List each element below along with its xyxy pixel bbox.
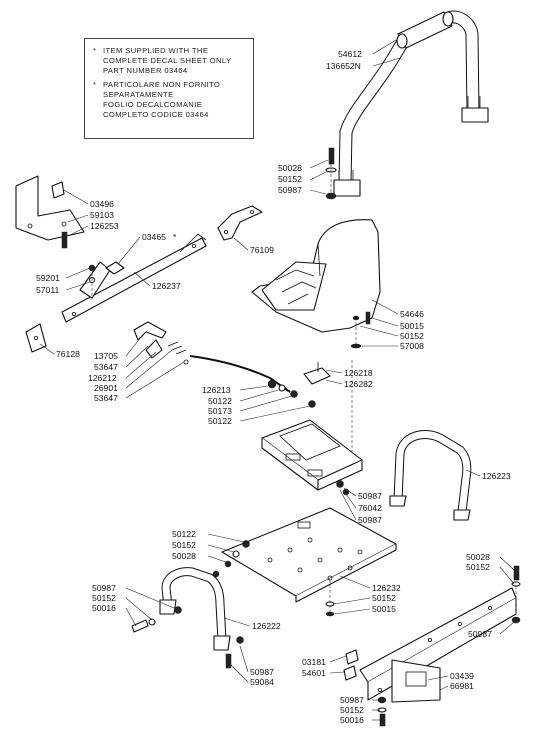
label-50016: 50016 [340,715,364,725]
label-53647: 53647 [94,362,118,372]
decal-03496 [51,181,65,199]
seat-rail-hardware [336,480,350,496]
label-66981: 66981 [450,681,474,691]
note-star: * [93,46,97,55]
label-50987: 50987 [92,583,116,593]
bracket-76109 [217,205,263,241]
label-54601: 54601 [302,668,326,678]
label-50028: 50028 [466,552,490,562]
label-50015: 50015 [372,604,396,614]
label-50173: 50173 [208,406,232,416]
label-50987: 50987 [340,695,364,705]
label-50152: 50152 [340,705,364,715]
label-03496: 03496 [90,199,114,209]
note-line: FOGLIO DECALCOMANIE [103,100,203,109]
label-59084: 59084 [250,677,274,687]
label-50987: 50987 [358,515,382,525]
label-03439: 03439 [450,671,474,681]
label-57011: 57011 [36,285,59,295]
note-line: COMPLETE DECAL SHEET ONLY [103,56,232,65]
label-50987: 50987 [468,629,492,639]
note-english: * ITEM SUPPLIED WITH THE COMPLETE DECAL … [93,46,245,76]
label-50987: 50987 [358,491,382,501]
frame-hardware-bottom [377,696,387,727]
label-59201: 59201 [36,273,60,283]
roll-bar-grip [396,11,454,49]
label-54612: 54612 [338,49,362,59]
note-line: ITEM SUPPLIED WITH THE [103,46,209,55]
label-50152: 50152 [278,174,302,184]
label-126282: 126282 [344,379,373,389]
label-126237: 126237 [152,281,181,291]
label-50152: 50152 [172,540,196,550]
decal-03181 [345,649,359,665]
front-frame-bar [359,587,517,703]
rear-guard-126223 [389,430,472,521]
label-126222: 126222 [252,621,281,631]
label-50152: 50152 [400,331,424,341]
label-50122: 50122 [172,529,196,539]
floor-plate-hardware [212,540,335,617]
note-line: PART NUMBER 03464 [103,66,188,75]
label-50016: 50016 [92,603,116,613]
label-03465: 03465 [142,232,166,242]
label-54646: 54646 [400,309,424,319]
label-126223: 126223 [482,471,511,481]
label-50122: 50122 [208,396,232,406]
front-guard-hardware [131,606,244,669]
floor-plate [221,507,397,603]
label-136652n: 136652N [326,61,361,71]
grommet-54601 [343,665,357,681]
label-50028: 50028 [172,551,196,561]
seat-slide-rail [261,360,363,491]
frame-hardware-right [511,565,521,624]
decal-03465 [105,261,125,275]
label-126212: 126212 [88,373,117,383]
note-line: COMPLETO CODICE 03464 [103,110,209,119]
note-line: SEPARATAMENTE [103,90,174,99]
label-76042: 76042 [358,503,382,513]
label-13705: 13705 [94,351,118,361]
label-50122: 50122 [208,416,232,426]
label-50152: 50152 [92,593,116,603]
label-53647: 53647 [94,393,118,403]
label-57008: 57008 [400,341,424,351]
seat-bracket-left [15,175,85,241]
label-03181: 03181 [302,657,326,667]
label-76128: 76128 [56,349,80,359]
roll-bar-mount-left [333,170,361,197]
label-126213: 126213 [202,385,231,395]
label-126218: 126218 [344,368,373,378]
seat-adjust-lever [133,321,291,393]
label-59103: 59103 [90,210,114,220]
label-126232: 126232 [372,583,401,593]
seat-adjust-hardware [267,362,331,408]
roll-bar-mount-right [461,96,489,123]
label-03465-star: * [173,232,177,242]
roll-bar-bolt-hardware [325,147,337,200]
label-50987: 50987 [278,185,302,195]
label-76109: 76109 [250,245,274,255]
seat [251,219,381,333]
label-50152: 50152 [372,593,396,603]
label-126253: 126253 [90,221,119,231]
label-50152: 50152 [466,562,490,572]
seat-hardware [350,311,371,349]
label-50987: 50987 [250,667,274,677]
bolt-hardware-left [61,231,96,300]
note-italian: * PARTICOLARE NON FORNITO SEPARATAMENTE … [93,80,245,120]
decal-note-box: * ITEM SUPPLIED WITH THE COMPLETE DECAL … [84,38,254,139]
note-star: * [93,80,97,89]
label-26901: 26901 [94,383,118,393]
label-50015: 50015 [400,321,424,331]
label-50028: 50028 [278,163,302,173]
note-line: PARTICOLARE NON FORNITO [103,80,221,89]
bracket-76128 [25,323,47,353]
seat-support-bar [61,233,207,323]
front-guard-126222 [159,567,231,651]
